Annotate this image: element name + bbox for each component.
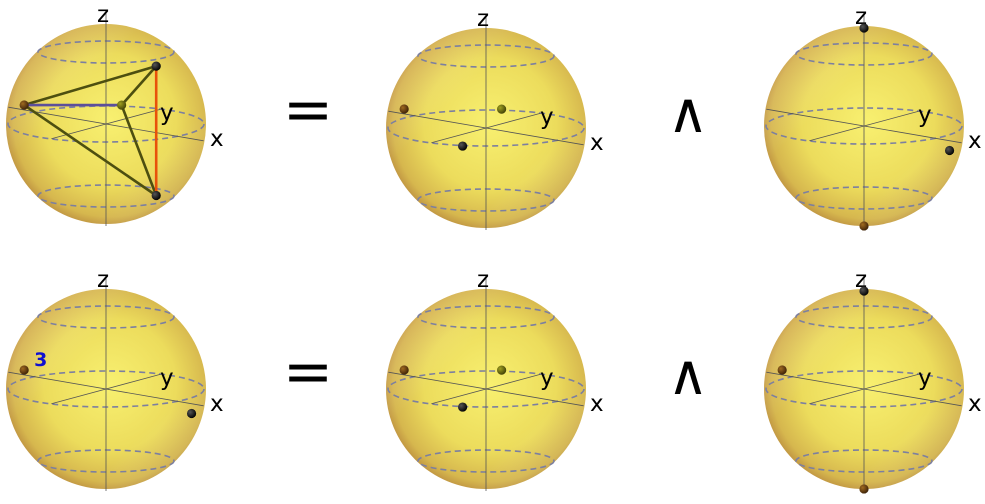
y-axis-line [431,112,541,144]
z-axis-label: z [477,267,489,293]
z-axis-label: z [477,6,489,32]
wedge-sign: ∧ [668,343,709,408]
y-axis-line [809,110,919,142]
bloch-sphere-poles-triple: zxy [764,267,982,494]
y-axis-label: y [918,365,932,391]
bloch-point [859,484,869,494]
y-axis-label: y [540,104,554,130]
y-axis-line [51,373,161,405]
bloch-sphere-polyhedron: z x y [6,2,224,226]
x-axis-label: x [968,128,982,154]
bloch-point [859,221,869,231]
bloch-point [497,365,507,375]
bloch-point [859,286,869,296]
x-axis-label: x [968,391,982,417]
bloch-point [151,190,161,201]
bloch-point [19,100,29,110]
bloch-point [497,104,507,114]
bloch-point [859,23,869,33]
wedge-sign: ∧ [668,81,709,146]
y-axis-label: y [160,365,174,391]
bloch-sphere-x-axis-pair: z x y 3 [6,267,224,491]
y-axis-line [809,373,919,405]
bloch-point [186,408,197,419]
bloch-point [458,141,468,151]
y-axis-line [431,373,541,405]
x-axis-label: x [210,391,224,417]
polyhedron-edge [22,64,158,107]
x-axis-label: x [590,130,604,156]
y-axis-label: y [918,102,932,128]
multiplicity-label: 3 [34,349,47,371]
bloch-point [944,145,955,156]
y-axis-label: y [540,365,554,391]
bloch-point [458,402,468,412]
polyhedron-edge [120,103,158,197]
polyhedron-edge [22,103,158,197]
z-axis-label: z [97,2,109,28]
equals-sign: = [283,75,333,145]
polyhedron-edge [120,64,158,107]
bloch-point [399,365,409,375]
bloch-sphere-poles-pair: zxy [764,4,982,231]
x-axis-label: x [210,126,224,152]
bloch-point [117,100,127,110]
z-axis-label: z [97,267,109,293]
bloch-sphere-equator-triple: z x y [386,6,604,230]
x-axis-label: x [590,391,604,417]
y-axis-line [51,108,161,140]
equals-sign: = [283,337,333,407]
bloch-point [19,365,29,375]
bloch-sphere-equator-triple: z x y [386,267,604,491]
bloch-point [151,61,161,71]
y-axis-label: y [160,100,174,126]
bloch-point [399,104,409,114]
bloch-point [777,365,787,375]
